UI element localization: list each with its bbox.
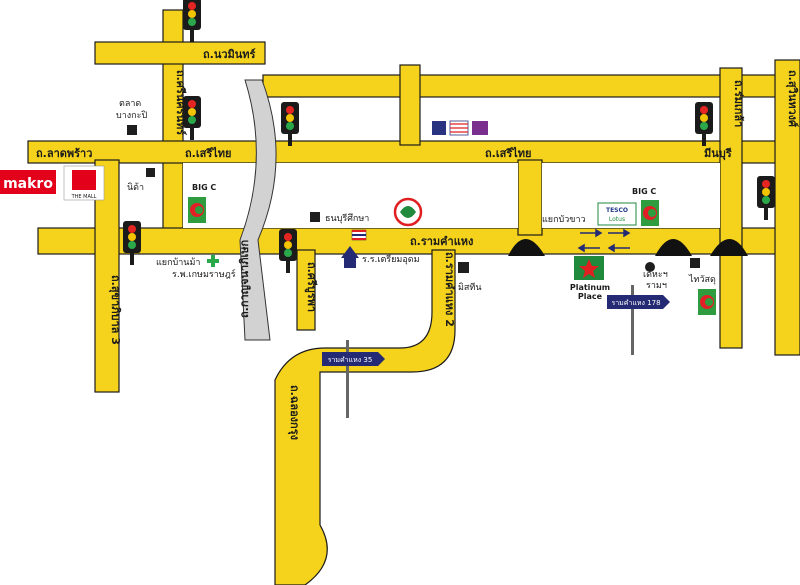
- bigc-logo-icon: [698, 289, 716, 315]
- yaek-ban-ma-label: แยกบ้านม้า: [156, 257, 200, 268]
- bridges: [508, 239, 748, 256]
- road-label-nawamin: ถ.นวมินทร์: [203, 48, 256, 61]
- tesa-marker: [645, 262, 655, 272]
- road-label-seri-thai-mid: ถ.เสรีไทย: [485, 146, 531, 160]
- tesco-text: TESCO: [606, 207, 628, 214]
- road-label-kanchanaphisek: ถ.กาญจนาภิเษก: [238, 240, 251, 318]
- mistine-marker: [458, 262, 469, 273]
- bigc-logo-icon: [188, 197, 206, 223]
- hospital-label: ร.พ.เกษมราษฎร์: [172, 268, 236, 280]
- road-label-ram-right2: ถ.สุวินทวงศ์: [785, 70, 799, 128]
- road-label-sukhaphiban3: ถ.สุขาภิบาล 3: [108, 275, 122, 345]
- road-label-chalong: ถ.ฉลองกรุง: [287, 385, 301, 440]
- roads: [27, 9, 800, 585]
- flag-icon: [351, 229, 367, 241]
- bigc-logo-icon: [641, 200, 659, 226]
- triam-label: ร.ร.เตรียมอุดม: [362, 254, 420, 265]
- thanburi-marker: [310, 212, 320, 222]
- star-icon: [579, 259, 599, 278]
- talad-bangkapi-marker: [127, 125, 137, 135]
- traffic-light-icon: [123, 221, 141, 265]
- wat-marker: [690, 258, 700, 268]
- signpost-icon: รามคำแหง 178: [607, 285, 670, 355]
- traffic-light-icon: [281, 102, 299, 146]
- nida-marker: [146, 168, 155, 177]
- bank-logos: [432, 120, 488, 136]
- road-label-min-buri: มีนบุรี: [704, 147, 732, 161]
- big-c-2-label: BIG C: [632, 187, 656, 196]
- tesco-lotus-logo: TESCO Lotus: [597, 202, 637, 226]
- tesa-line1-label: เดหะฯ: [643, 270, 668, 280]
- lane-arrows: [577, 228, 631, 253]
- sign-ramkhamhaeng-178: รามคำแหง 178: [611, 299, 660, 307]
- talad-label: ตลาด: [119, 99, 141, 109]
- traffic-light-icon: [695, 102, 713, 146]
- thanburi-label: ธนบุรีศึกษา: [325, 213, 369, 224]
- markers: [127, 125, 700, 273]
- cross-icon: [207, 255, 219, 267]
- road-label-ramkhamhaeng-soi: ถ.รามคำแหง 2: [443, 252, 456, 327]
- road-labels: ถ.นวมินทร์ ถ.ลาดพร้าว ถ.เสรีไทย ถ.เสรีไท…: [36, 48, 799, 440]
- road-label-ladprao: ถ.ลาดพร้าว: [36, 147, 92, 160]
- traffic-light-icon: [279, 229, 297, 273]
- road-label-seri-thai-left: ถ.เสรีไทย: [185, 146, 231, 160]
- platinum-place: Platinum Place: [570, 256, 610, 301]
- big-c-1-label: BIG C: [192, 183, 216, 192]
- house-icon: [341, 246, 359, 268]
- nida-label: นิด้า: [127, 182, 144, 193]
- kbank-icon: [393, 197, 423, 227]
- road-label-ram-right1: ถ.ร่มเกล้า: [732, 80, 745, 127]
- traffic-light-icon: [183, 0, 201, 42]
- makro-logo: makro: [0, 170, 56, 194]
- lotus-text: Lotus: [609, 216, 625, 223]
- yaek-lam-sali-label: แยกบัวขาว: [542, 215, 586, 225]
- road-label-srinakarin: ถ.ศรีนครินทร์: [174, 70, 187, 135]
- the-mall-text: THE MALL: [71, 194, 97, 200]
- tesa-line2-label: รามฯ: [646, 281, 667, 291]
- mistine-label: มิสทีน: [458, 282, 482, 293]
- expressway: [239, 79, 277, 341]
- the-mall-logo: THE MALL: [63, 165, 105, 201]
- platinum-line2: Place: [578, 292, 603, 301]
- makro-text: makro: [3, 176, 53, 192]
- landmark-labels: ตลาด บางกะปิ นิด้า ธนบุรีศึกษา ร.ร.เตรีย…: [116, 99, 716, 293]
- traffic-light-icon: [757, 176, 775, 220]
- sign-ramkhamhaeng-35: รามคำแหง 35: [328, 356, 373, 364]
- signpost-icon: รามคำแหง 35: [322, 340, 385, 418]
- wat-label: ไทวัสดุ: [688, 274, 716, 285]
- bangkapi-label: บางกะปิ: [116, 110, 147, 121]
- road-label-soi-left: ถ.ศรีบูรพา: [304, 262, 318, 312]
- platinum-line1: Platinum: [570, 283, 610, 292]
- road-label-ramkhamhaeng: ถ.รามคำแหง: [410, 235, 473, 248]
